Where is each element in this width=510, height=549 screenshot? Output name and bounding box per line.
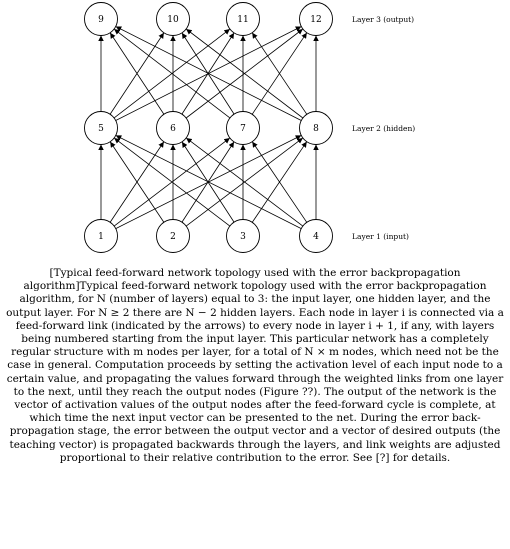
node-circle	[156, 219, 190, 253]
node-circle	[84, 111, 118, 145]
node-label: 4	[313, 232, 319, 242]
node-circle	[156, 2, 190, 36]
node-circle	[84, 2, 118, 36]
node-4: 4	[299, 219, 333, 253]
node-circle	[226, 111, 260, 145]
node-circle	[84, 219, 118, 253]
node-1: 1	[84, 219, 118, 253]
node-7: 7	[226, 111, 260, 145]
node-label: 8	[313, 124, 319, 134]
node-6: 6	[156, 111, 190, 145]
node-11: 11	[226, 2, 260, 36]
caption-text: [Typical feed-forward network topology u…	[6, 267, 504, 464]
link-8-to-11	[251, 32, 308, 115]
link-3-to-5	[113, 137, 231, 227]
node-2: 2	[156, 219, 190, 253]
link-4-to-6	[185, 137, 304, 227]
layer-labels: Layer 1 (input) Layer 2 (hidden) Layer 3 (…	[352, 15, 415, 241]
layer-label-3: Layer 3 (output)	[352, 15, 414, 24]
node-9: 9	[84, 2, 118, 36]
node-label: 11	[237, 15, 248, 25]
feed-forward-links	[98, 26, 319, 229]
node-5: 5	[84, 111, 118, 145]
node-label: 7	[240, 124, 246, 134]
node-circle	[226, 219, 260, 253]
node-circle	[299, 219, 333, 253]
layer-label-2: Layer 2 (hidden)	[352, 124, 415, 133]
link-7-to-9	[113, 28, 231, 119]
node-label: 2	[170, 232, 176, 242]
node-label: 9	[98, 15, 104, 25]
layer-label-1: Layer 1 (input)	[352, 232, 409, 241]
node-3: 3	[226, 219, 260, 253]
node-circle	[156, 111, 190, 145]
node-label: 6	[170, 124, 176, 134]
link-8-to-10	[185, 28, 304, 119]
link-4-to-7	[251, 141, 308, 223]
node-label: 5	[98, 124, 104, 134]
link-2-to-5	[109, 141, 165, 223]
node-circle	[226, 2, 260, 36]
node-label: 1	[98, 232, 104, 242]
link-6-to-9	[109, 32, 165, 115]
node-label: 12	[310, 15, 321, 25]
node-10: 10	[156, 2, 190, 36]
node-label: 3	[240, 232, 246, 242]
node-12: 12	[299, 2, 333, 36]
node-circle	[299, 2, 333, 36]
link-8-to-9	[115, 26, 302, 121]
link-4-to-5	[115, 135, 302, 229]
node-circle	[299, 111, 333, 145]
node-label: 10	[167, 15, 179, 25]
node-8: 8	[299, 111, 333, 145]
figure-caption: [Typical feed-forward network topology u…	[3, 267, 507, 465]
